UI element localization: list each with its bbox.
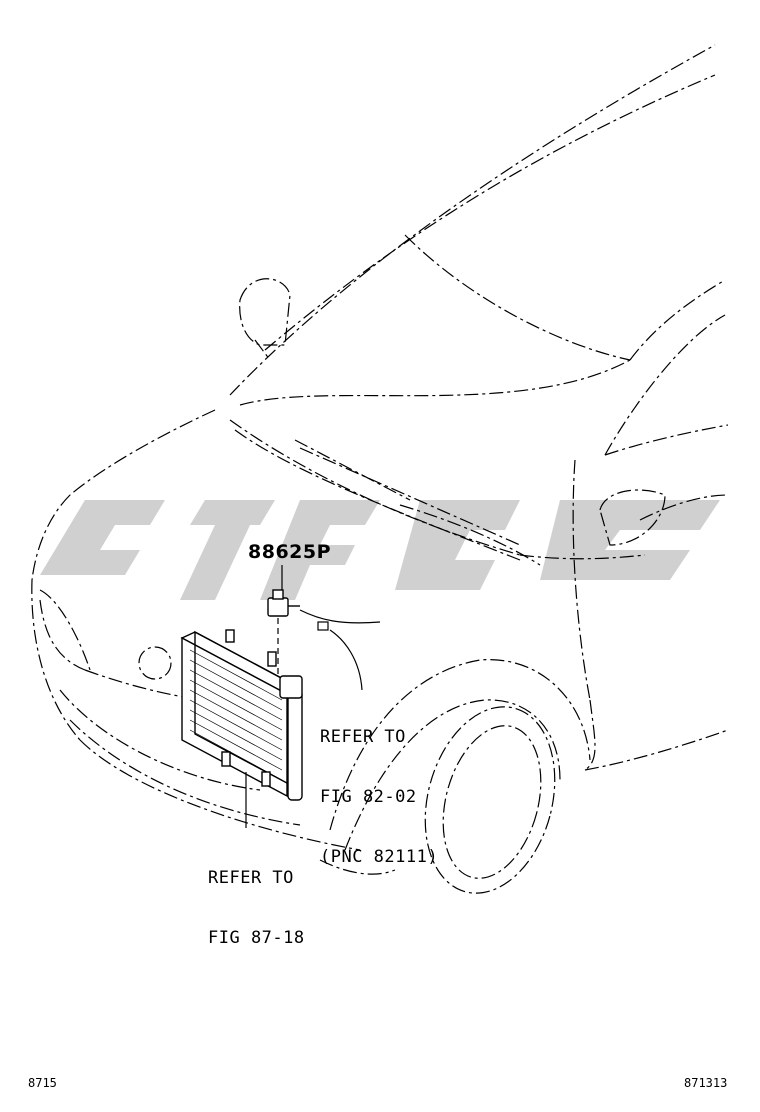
footer-right-code: 871313: [684, 1076, 728, 1090]
refer-radiator-line1: REFER TO: [208, 868, 294, 888]
refer-radiator-callout: REFER TO FIG 87-18: [208, 828, 305, 988]
refer-wiring-line1: REFER TO: [320, 727, 406, 747]
ac-condenser: [180, 629, 303, 801]
footer-left-code: 8715: [28, 1076, 57, 1090]
wiring-harness: [299, 609, 381, 691]
car-body-outline: [31, 44, 729, 894]
refer-wiring-line2: FIG 82-02: [320, 787, 417, 807]
refer-radiator-line2: FIG 87-18: [208, 928, 305, 948]
part-number-label: 88625P: [248, 541, 332, 563]
refer-wiring-callout: REFER TO FIG 82-02 (PNC 82111): [320, 687, 438, 907]
refer-wiring-line3: (PNC 82111): [320, 847, 439, 867]
watermark-logo: [40, 500, 720, 600]
pressure-switch-part: [267, 589, 300, 617]
